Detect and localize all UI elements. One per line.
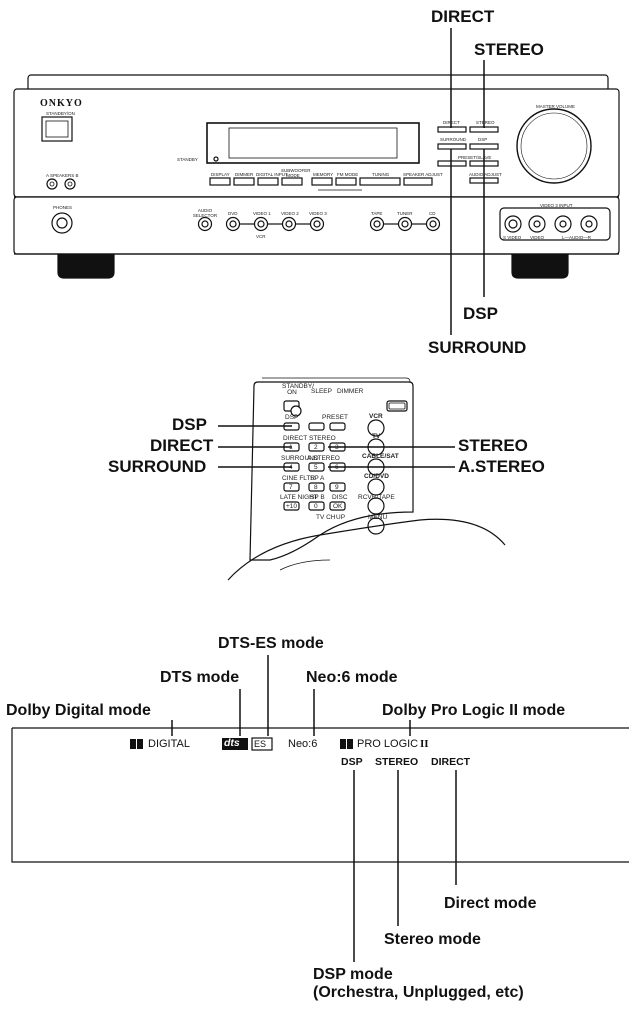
callout-stereo-mode: Stereo mode [384,931,481,949]
callout-dts-es-mode: DTS-ES mode [218,635,324,653]
remote-key-5[interactable]: 5 [314,464,318,471]
audio-selector-label: AUDIO SELECTOR [192,208,218,218]
remote-key-4[interactable]: 4 [289,464,293,471]
fm-mode-button-label: FM MODE [337,172,358,177]
callout-stereo-receiver: STEREO [474,41,544,59]
standby-indicator-label: STANDBY [177,157,198,162]
stereo-button-label: STEREO [476,120,495,125]
callout-dsp-receiver: DSP [463,305,498,323]
callout-neo6-mode: Neo:6 mode [306,669,398,687]
indicator-pro-logic: PRO LOGIC [357,738,418,750]
remote-standby-label: STANDBY/ ON [282,384,302,396]
cd-label: CD [429,211,436,216]
callout-dolby-pro-logic-ii-mode: Dolby Pro Logic II mode [382,702,565,720]
remote-key-8[interactable]: 8 [314,484,318,491]
remote-key-3[interactable]: 3 [335,444,339,451]
callout-dolby-digital-mode: Dolby Digital mode [6,702,151,720]
remote-stereo-label: STEREO [309,435,336,442]
dimmer-button-label: DIMMER [235,172,253,177]
remote-key-0[interactable]: 0 [314,503,318,510]
vcr-label: VCR [256,234,266,239]
surround-button-label: SURROUND [440,137,466,142]
callout-direct-receiver: DIRECT [431,8,494,26]
callout-astereo-remote: A.STEREO [458,458,545,476]
remote-spb-label: SP B [310,494,325,501]
indicator-pro-logic-ii: II [420,738,429,750]
callout-dsp-mode-examples: (Orchestra, Unplugged, etc) [313,984,524,1002]
remote-up-label: UP [336,514,345,521]
video2-label: VIDEO 2 [281,211,299,216]
remote-preset-label: PRESET [322,414,348,421]
audio-adjust-label: AUDIO ADJUST [469,172,502,177]
callout-stereo-remote: STEREO [458,437,528,455]
remote-spa-label: SP A [310,475,324,482]
indicator-direct: DIRECT [431,756,470,768]
dvd-label: DVD [228,211,238,216]
remote-key-9[interactable]: 9 [335,484,339,491]
master-volume-label: MASTER VOLUME [536,104,575,109]
remote-key-7[interactable]: 7 [289,484,293,491]
remote-key-2[interactable]: 2 [314,444,318,451]
video1-label: VIDEO 1 [253,211,271,216]
preset-label: PRESET/SLAVE [458,155,491,160]
callout-surround-remote: SURROUND [108,458,206,476]
subwoofer-mode-button-label: SUBWOOFER MODE [281,168,305,178]
callout-direct-remote: DIRECT [150,437,213,455]
video-jack-label: VIDEO [530,235,544,240]
display-button-label: DISPLAY [211,172,230,177]
tape-label: TAPE [371,211,382,216]
standby-label: STANDBY/ON [46,111,75,116]
s-video-jack-label: S VIDEO [503,235,521,240]
remote-vcr-label: VCR [369,413,383,420]
video3-label: VIDEO 3 [309,211,327,216]
callout-direct-mode: Direct mode [444,895,536,913]
remote-key-ok[interactable]: OK [333,503,342,510]
remote-rcvr-tape-label: RCVR/TAPE [358,494,395,501]
brand-logo: ONKYO [40,98,83,109]
remote-astereo-label: A.STEREO [307,455,340,462]
callout-surround-receiver: SURROUND [428,339,526,357]
remote-dimmer-label: DIMMER [337,388,363,395]
indicator-dolby-digital: DIGITAL [148,738,190,750]
remote-direct-label: DIRECT [283,435,307,442]
remote-menu-label: MENU [368,514,387,521]
remote-cable-sat-label: CABLE/SAT [362,453,399,460]
phones-label: PHONES [53,205,72,210]
callout-dts-mode: DTS mode [160,669,239,687]
indicator-neo6: Neo:6 [288,738,317,750]
indicator-dsp: DSP [341,756,363,768]
remote-tvch-label: TV CH [316,514,336,521]
tuning-button-label: TUNING [372,172,389,177]
remote-key-6[interactable]: 6 [335,464,339,471]
indicator-dts: dts [224,737,240,749]
remote-tv-label: TV [372,433,380,440]
remote-sleep-label: SLEEP [311,388,332,395]
dsp-button-label: DSP [478,137,487,142]
indicator-es: ES [254,738,266,750]
indicator-stereo: STEREO [375,756,418,768]
direct-button-label: DIRECT [443,120,460,125]
remote-dsp-label: DSP [285,414,298,421]
tuner-label: TUNER [397,211,413,216]
callout-dsp-mode: DSP mode [313,966,393,984]
video3-input-label: VIDEO 3 INPUT [540,203,573,208]
speakers-label: A SPEAKERS B [46,173,79,178]
memory-button-label: MEMORY [313,172,333,177]
audio-jacks-label: L—AUDIO—R [562,235,591,240]
remote-disc-label: DISC [332,494,348,501]
callout-dsp-remote: DSP [172,416,207,434]
remote-key-1[interactable]: 1 [289,444,293,451]
speaker-adjust-button-label: SPEAKER ADJUST [403,172,443,177]
remote-key-plus10[interactable]: +10 [286,503,297,510]
remote-cd-dvd-label: CD/DVD [364,473,389,480]
